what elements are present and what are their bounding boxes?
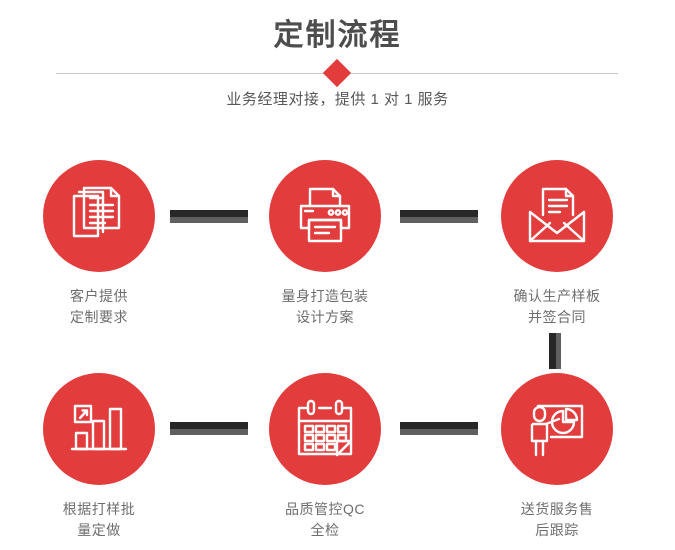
step-4-caption: 根据打样批 量定做 bbox=[62, 501, 136, 538]
connector-step1-step2 bbox=[170, 210, 248, 223]
step-5-caption: 品质管控QC 全检 bbox=[285, 501, 365, 538]
connector-bar-light bbox=[170, 217, 248, 223]
bar-chart-growth-icon bbox=[70, 404, 128, 451]
connector-bar-dark bbox=[170, 210, 248, 217]
step-2-caption: 量身打造包装 设计方案 bbox=[281, 288, 369, 325]
step-1-caption: 客户提供 定制要求 bbox=[70, 288, 128, 325]
step-3-caption: 确认生产样板 并签合同 bbox=[513, 288, 601, 325]
header: 定制流程 业务经理对接，提供 1 对 1 服务 bbox=[0, 0, 675, 125]
connector-bar-dark bbox=[400, 210, 478, 217]
connector-bar-light bbox=[170, 429, 248, 435]
calendar-check-icon bbox=[297, 399, 353, 457]
connector-bar-light bbox=[556, 333, 561, 369]
connector-step2-step3 bbox=[400, 210, 478, 223]
diamond-marker-icon bbox=[322, 58, 352, 88]
page-title: 定制流程 bbox=[273, 19, 402, 52]
connector-step5-step6 bbox=[400, 422, 478, 435]
process-step-2[interactable]: 量身打造包装 设计方案 bbox=[245, 160, 405, 328]
process-step-6[interactable]: 送货服务售 后跟踪 bbox=[477, 373, 637, 541]
connector-step3-step6 bbox=[549, 333, 561, 369]
process-step-3[interactable]: 确认生产样板 并签合同 bbox=[477, 160, 637, 328]
connector-bar-dark bbox=[549, 333, 556, 369]
presenter-chart-icon bbox=[530, 404, 584, 457]
process-step-4[interactable]: 根据打样批 量定做 bbox=[19, 373, 179, 541]
connector-bar-light bbox=[400, 429, 478, 435]
connector-bar-dark bbox=[400, 422, 478, 429]
connector-bar-light bbox=[400, 217, 478, 223]
printer-icon bbox=[299, 187, 351, 243]
step-6-icon-circle bbox=[501, 373, 613, 485]
page-subtitle: 业务经理对接，提供 1 对 1 服务 bbox=[226, 91, 449, 108]
step-3-icon-circle bbox=[501, 160, 613, 272]
step-1-icon-circle bbox=[43, 160, 155, 272]
envelope-letter-icon bbox=[528, 187, 586, 243]
step-6-caption: 送货服务售 后跟踪 bbox=[520, 501, 594, 538]
step-2-icon-circle bbox=[269, 160, 381, 272]
step-5-icon-circle bbox=[269, 373, 381, 485]
connector-bar-dark bbox=[170, 422, 248, 429]
process-flow: 客户提供 定制要求 bbox=[0, 150, 675, 550]
process-step-1[interactable]: 客户提供 定制要求 bbox=[19, 160, 179, 328]
documents-stack-icon bbox=[72, 186, 121, 238]
connector-step4-step5 bbox=[170, 422, 248, 435]
step-4-icon-circle bbox=[43, 373, 155, 485]
title-divider bbox=[56, 58, 618, 88]
process-step-5[interactable]: 品质管控QC 全检 bbox=[245, 373, 405, 541]
